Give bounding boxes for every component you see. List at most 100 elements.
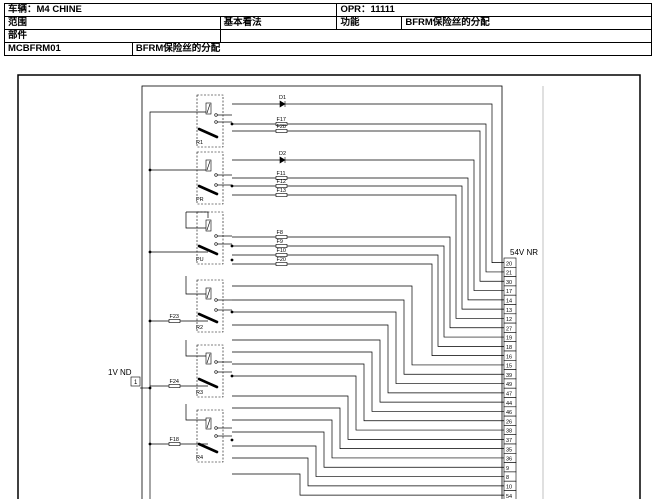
fuse-label: F28: [277, 124, 286, 130]
connector-pin-label: 12: [506, 317, 512, 323]
connector-pin-label: 37: [506, 438, 512, 444]
relay-contact: [197, 184, 219, 196]
fuse-symbol: [168, 442, 181, 446]
fuse-symbol: [275, 193, 288, 197]
junction-dot: [148, 168, 152, 172]
wire: [232, 431, 504, 468]
diode-label: D2: [279, 151, 286, 157]
fuse-label: F24: [170, 379, 179, 385]
diode-symbol: [279, 156, 286, 164]
relay-coil-mark: [206, 353, 211, 364]
connector-pin-label: 21: [506, 271, 512, 277]
wire: [232, 419, 504, 459]
connector-pin-label: 39: [506, 373, 512, 379]
fuse-symbol: [275, 262, 288, 266]
relay-coil-mark: [206, 288, 211, 299]
fuse-symbol: [168, 319, 181, 323]
connector-pin-label: 49: [506, 382, 512, 388]
junction-dot: [148, 250, 152, 254]
connector-pin-label: 54: [506, 494, 512, 499]
junction-dot: [230, 122, 234, 126]
wire: [287, 254, 504, 347]
relay-box: [196, 94, 224, 148]
terminal: [214, 370, 218, 374]
wire: [232, 299, 504, 375]
wire: [185, 340, 208, 357]
relay-coil-mark: [206, 418, 211, 429]
terminal: [214, 234, 218, 238]
connector-pin-label: 10: [506, 485, 512, 491]
wire: [287, 236, 504, 329]
connector-pin-label: 16: [506, 354, 512, 360]
wire: [232, 395, 504, 440]
left-connector-pin-label: 1: [134, 380, 138, 386]
connector-pin-label: 17: [506, 289, 512, 295]
wire: [232, 473, 504, 496]
terminal: [214, 113, 218, 117]
connector-pin-label: 8: [506, 475, 509, 481]
fuse-label: F17: [277, 117, 286, 123]
wire: [232, 324, 504, 394]
left-connector-name: 1V ND: [108, 368, 132, 377]
fuse-label: F20: [277, 257, 286, 263]
connector-pin-label: 15: [506, 364, 512, 370]
fuse-symbol: [275, 253, 288, 257]
connector-pin-label: 35: [506, 447, 512, 453]
terminal: [214, 242, 218, 246]
junction-dot: [148, 319, 152, 323]
wire: [287, 263, 504, 356]
terminal: [214, 360, 218, 364]
connector-pin-label: 20: [506, 261, 512, 267]
wire: [232, 339, 504, 403]
relay-box: [196, 344, 224, 398]
connector-pin-label: 9: [506, 466, 509, 472]
relay-contact: [197, 312, 219, 324]
junction-dot: [230, 310, 234, 314]
fuse-label: F8: [277, 230, 283, 236]
fuse-label: F10: [277, 248, 286, 254]
bfrm-module-box: [141, 85, 503, 499]
relay-coil-mark: [206, 220, 211, 231]
junction-dot: [230, 244, 234, 248]
terminal: [214, 183, 218, 187]
connector-pin-label: 47: [506, 392, 512, 398]
relay-contact: [197, 244, 219, 256]
wire: [232, 351, 504, 412]
connector-pin-label: 38: [506, 429, 512, 435]
relay-label: R2: [196, 325, 203, 331]
terminal: [214, 173, 218, 177]
wire: [300, 159, 504, 291]
fuse-symbol: [275, 176, 288, 180]
junction-dot: [148, 386, 152, 390]
relay-label: R3: [196, 390, 203, 396]
wire: [300, 103, 504, 263]
connector-pin-label: 13: [506, 308, 512, 314]
wire: [232, 375, 504, 431]
fuse-label: F9: [277, 239, 283, 245]
fuse-symbol: [168, 384, 181, 388]
relay-box: [196, 211, 224, 265]
left-connector-pin: [130, 376, 141, 387]
connector-pin-label: 18: [506, 345, 512, 351]
relay-label: PU: [196, 257, 204, 263]
relay-contact: [197, 442, 219, 454]
description-cell: BFRM保险丝的分配: [131, 42, 653, 56]
fuse-label: F12: [277, 179, 286, 185]
connector-pin-label: 44: [506, 401, 512, 407]
junction-dot: [230, 374, 234, 378]
wire: [287, 194, 504, 319]
junction-dot: [230, 184, 234, 188]
terminal: [214, 308, 218, 312]
wire: [185, 404, 208, 421]
right-connector-name: 54V NR: [510, 248, 538, 257]
wire: [232, 445, 504, 477]
diode-symbol: [279, 100, 286, 108]
wire: [232, 311, 504, 384]
wire: [287, 130, 504, 282]
relay-contact: [197, 127, 219, 139]
junction-dot: [148, 442, 152, 446]
wire: [287, 185, 504, 310]
fuse-label: F23: [170, 314, 179, 320]
connector-pin-label: 27: [506, 326, 512, 332]
wire: [287, 245, 504, 338]
